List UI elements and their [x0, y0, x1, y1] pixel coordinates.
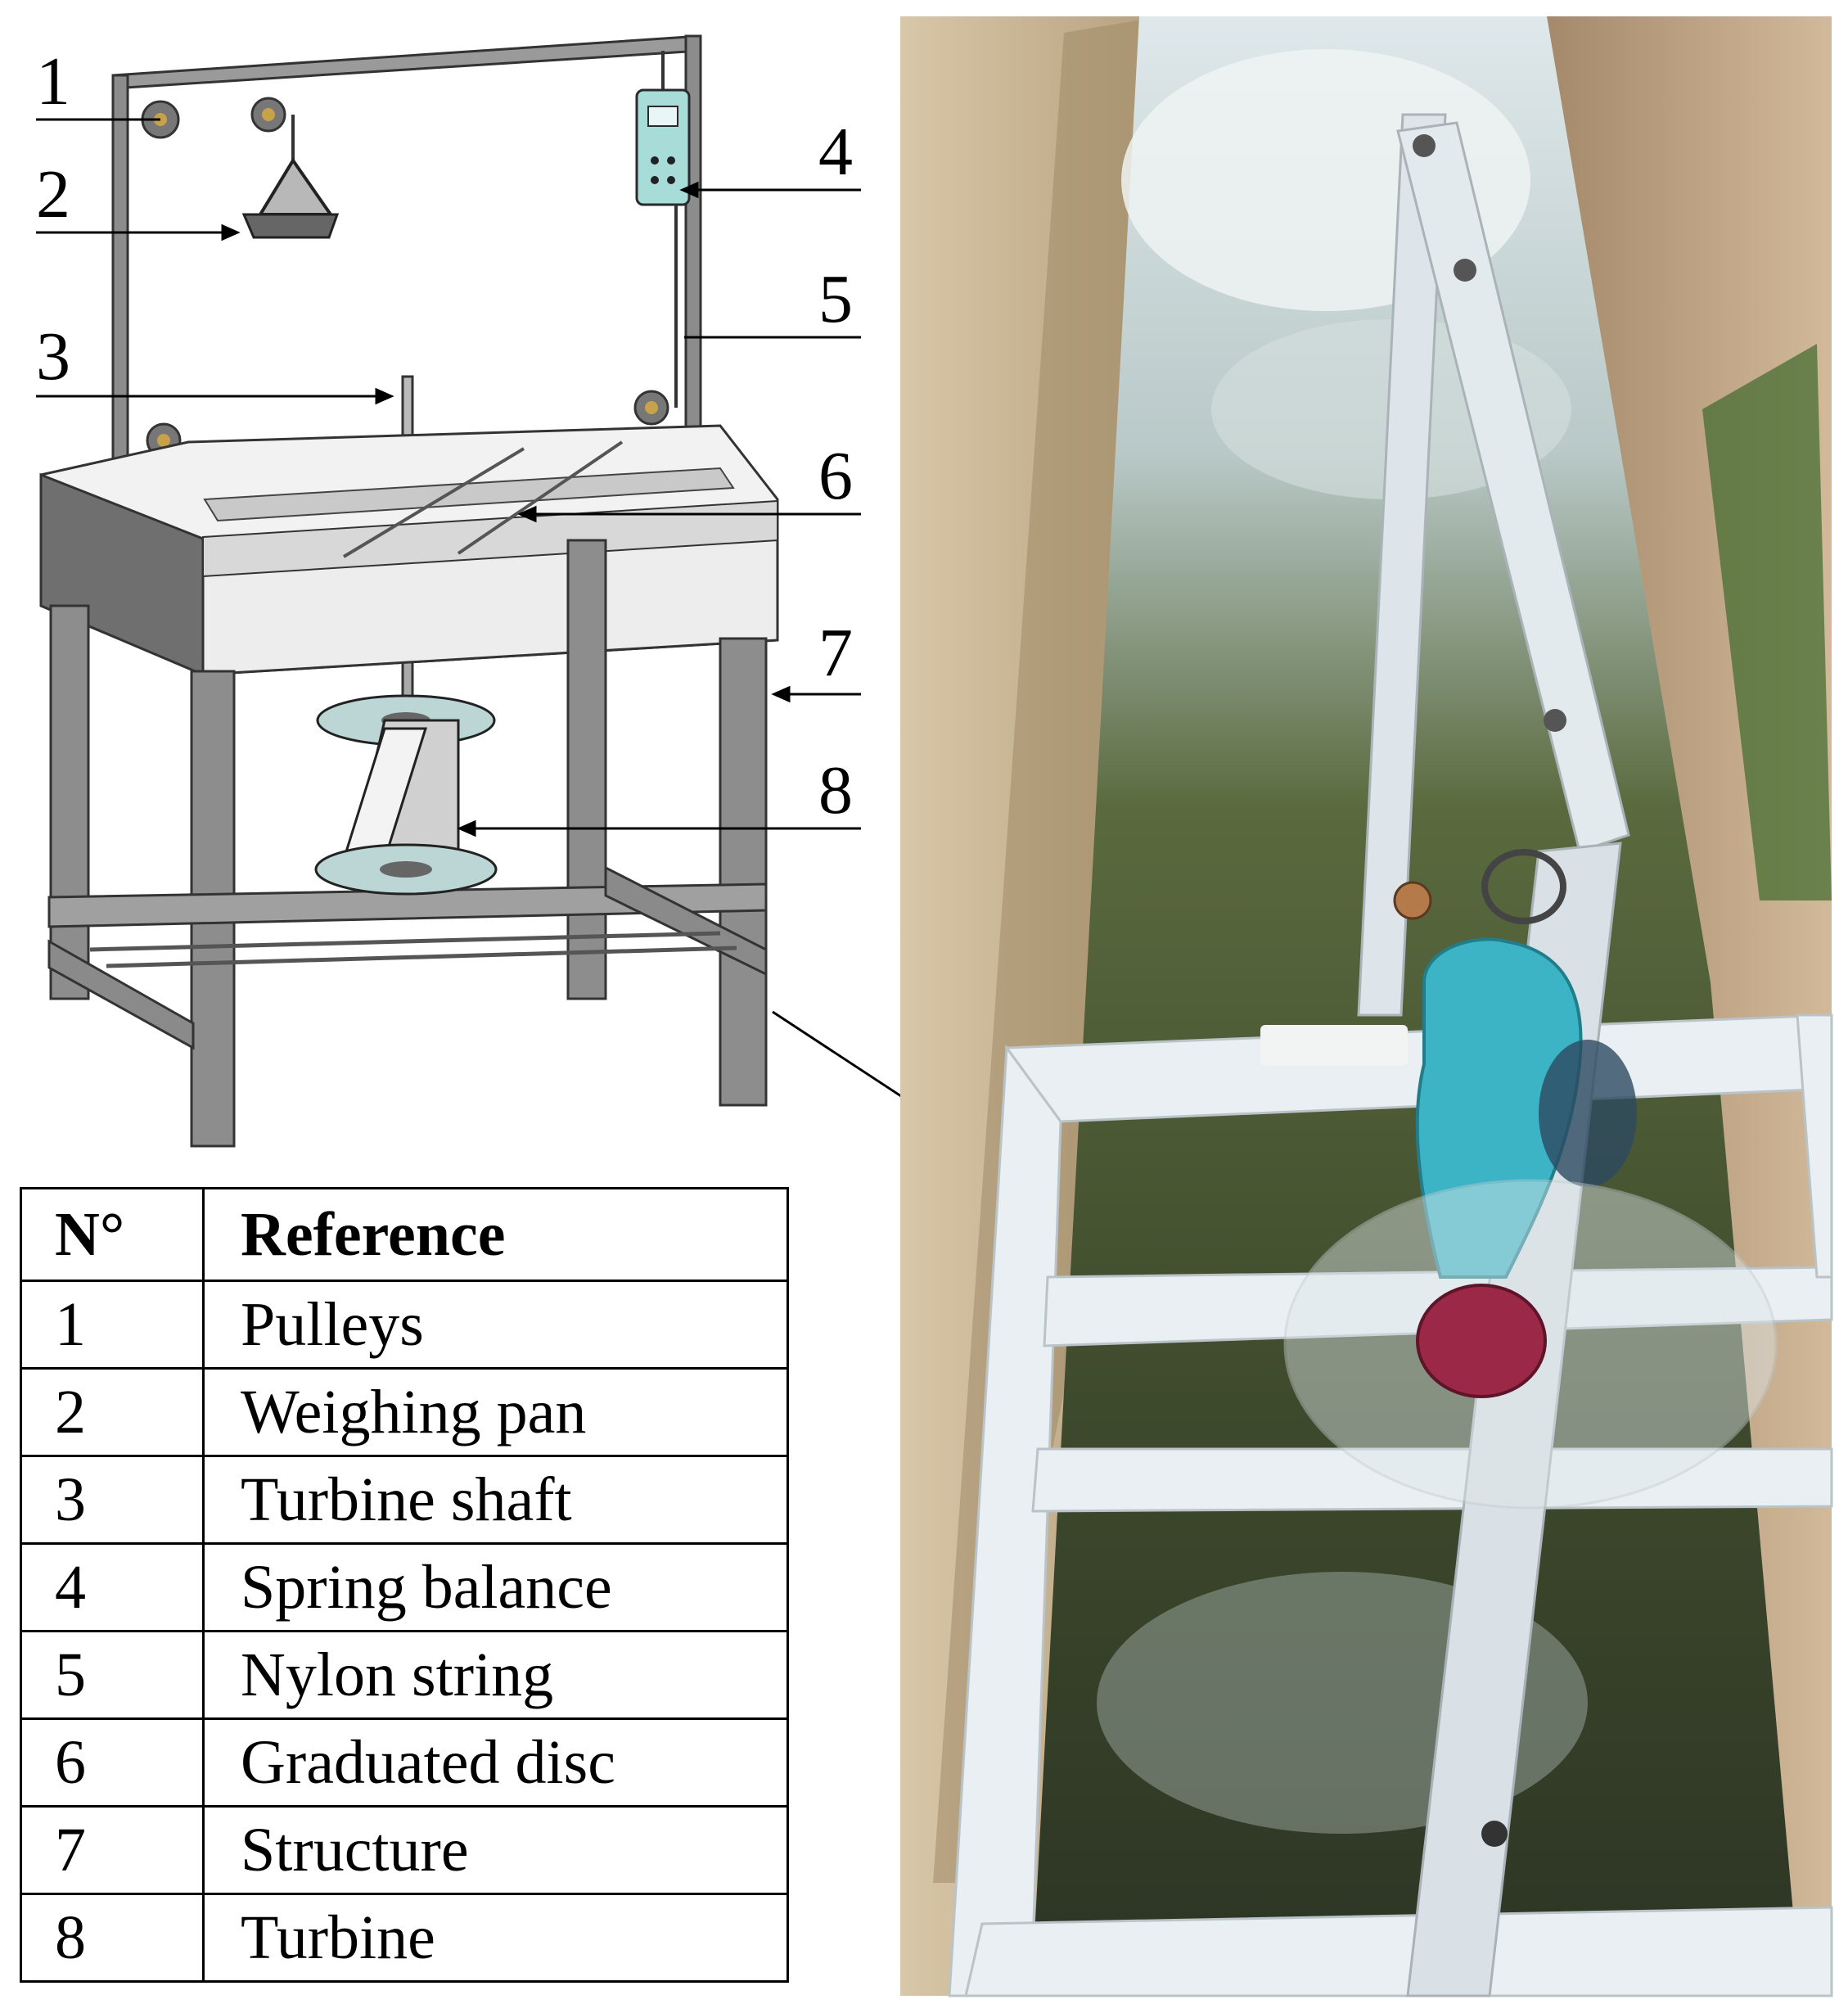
table-row: 8 Turbine: [20, 1893, 789, 1983]
row-reference: Nylon string: [202, 1630, 789, 1720]
table-row: 4 Spring balance: [20, 1542, 789, 1632]
row-reference: Turbine: [202, 1893, 789, 1983]
table-header-row: N° Reference: [20, 1187, 789, 1282]
header-number: N°: [20, 1187, 205, 1282]
callout-4: 4: [818, 114, 853, 190]
reference-table: N° Reference 1 Pulleys 2 Weighing pan 3 …: [20, 1187, 789, 1983]
row-number: 2: [20, 1367, 205, 1457]
callout-2: 2: [36, 156, 70, 232]
support-frame: [948, 1013, 1833, 1997]
test-rig-drawing: [36, 34, 1041, 1188]
weighing-pan: [241, 115, 340, 239]
callout-1: 1: [36, 43, 70, 120]
callout-6: 6: [818, 438, 853, 514]
table-row: 7 Structure: [20, 1805, 789, 1895]
row-reference: Turbine shaft: [202, 1455, 789, 1545]
row-number: 1: [20, 1280, 205, 1370]
table-row: 6 Graduated disc: [20, 1717, 789, 1808]
table-row: 2 Weighing pan: [20, 1367, 789, 1457]
row-number: 8: [20, 1893, 205, 1983]
callout-7: 7: [818, 615, 853, 691]
row-number: 3: [20, 1455, 205, 1545]
row-number: 7: [20, 1805, 205, 1895]
callout-5: 5: [818, 261, 853, 337]
callout-8: 8: [818, 752, 853, 828]
row-reference: Graduated disc: [202, 1717, 789, 1808]
row-reference: Pulleys: [202, 1280, 789, 1370]
installation-photo: [900, 16, 1833, 1997]
spring-balance-photo: [1415, 849, 1637, 1279]
spring-balance: [635, 51, 691, 408]
callout-3: 3: [36, 318, 70, 395]
row-number: 4: [20, 1542, 205, 1632]
row-reference: Spring balance: [202, 1542, 789, 1632]
row-number: 5: [20, 1630, 205, 1720]
row-reference: Structure: [202, 1805, 789, 1895]
table-row: 3 Turbine shaft: [20, 1455, 789, 1545]
table-row: 1 Pulleys: [20, 1280, 789, 1370]
table-row: 5 Nylon string: [20, 1630, 789, 1720]
row-reference: Weighing pan: [202, 1367, 789, 1457]
row-number: 6: [20, 1717, 205, 1808]
turbine: [314, 694, 498, 896]
structure: [39, 424, 779, 1148]
header-reference: Reference: [202, 1187, 789, 1282]
